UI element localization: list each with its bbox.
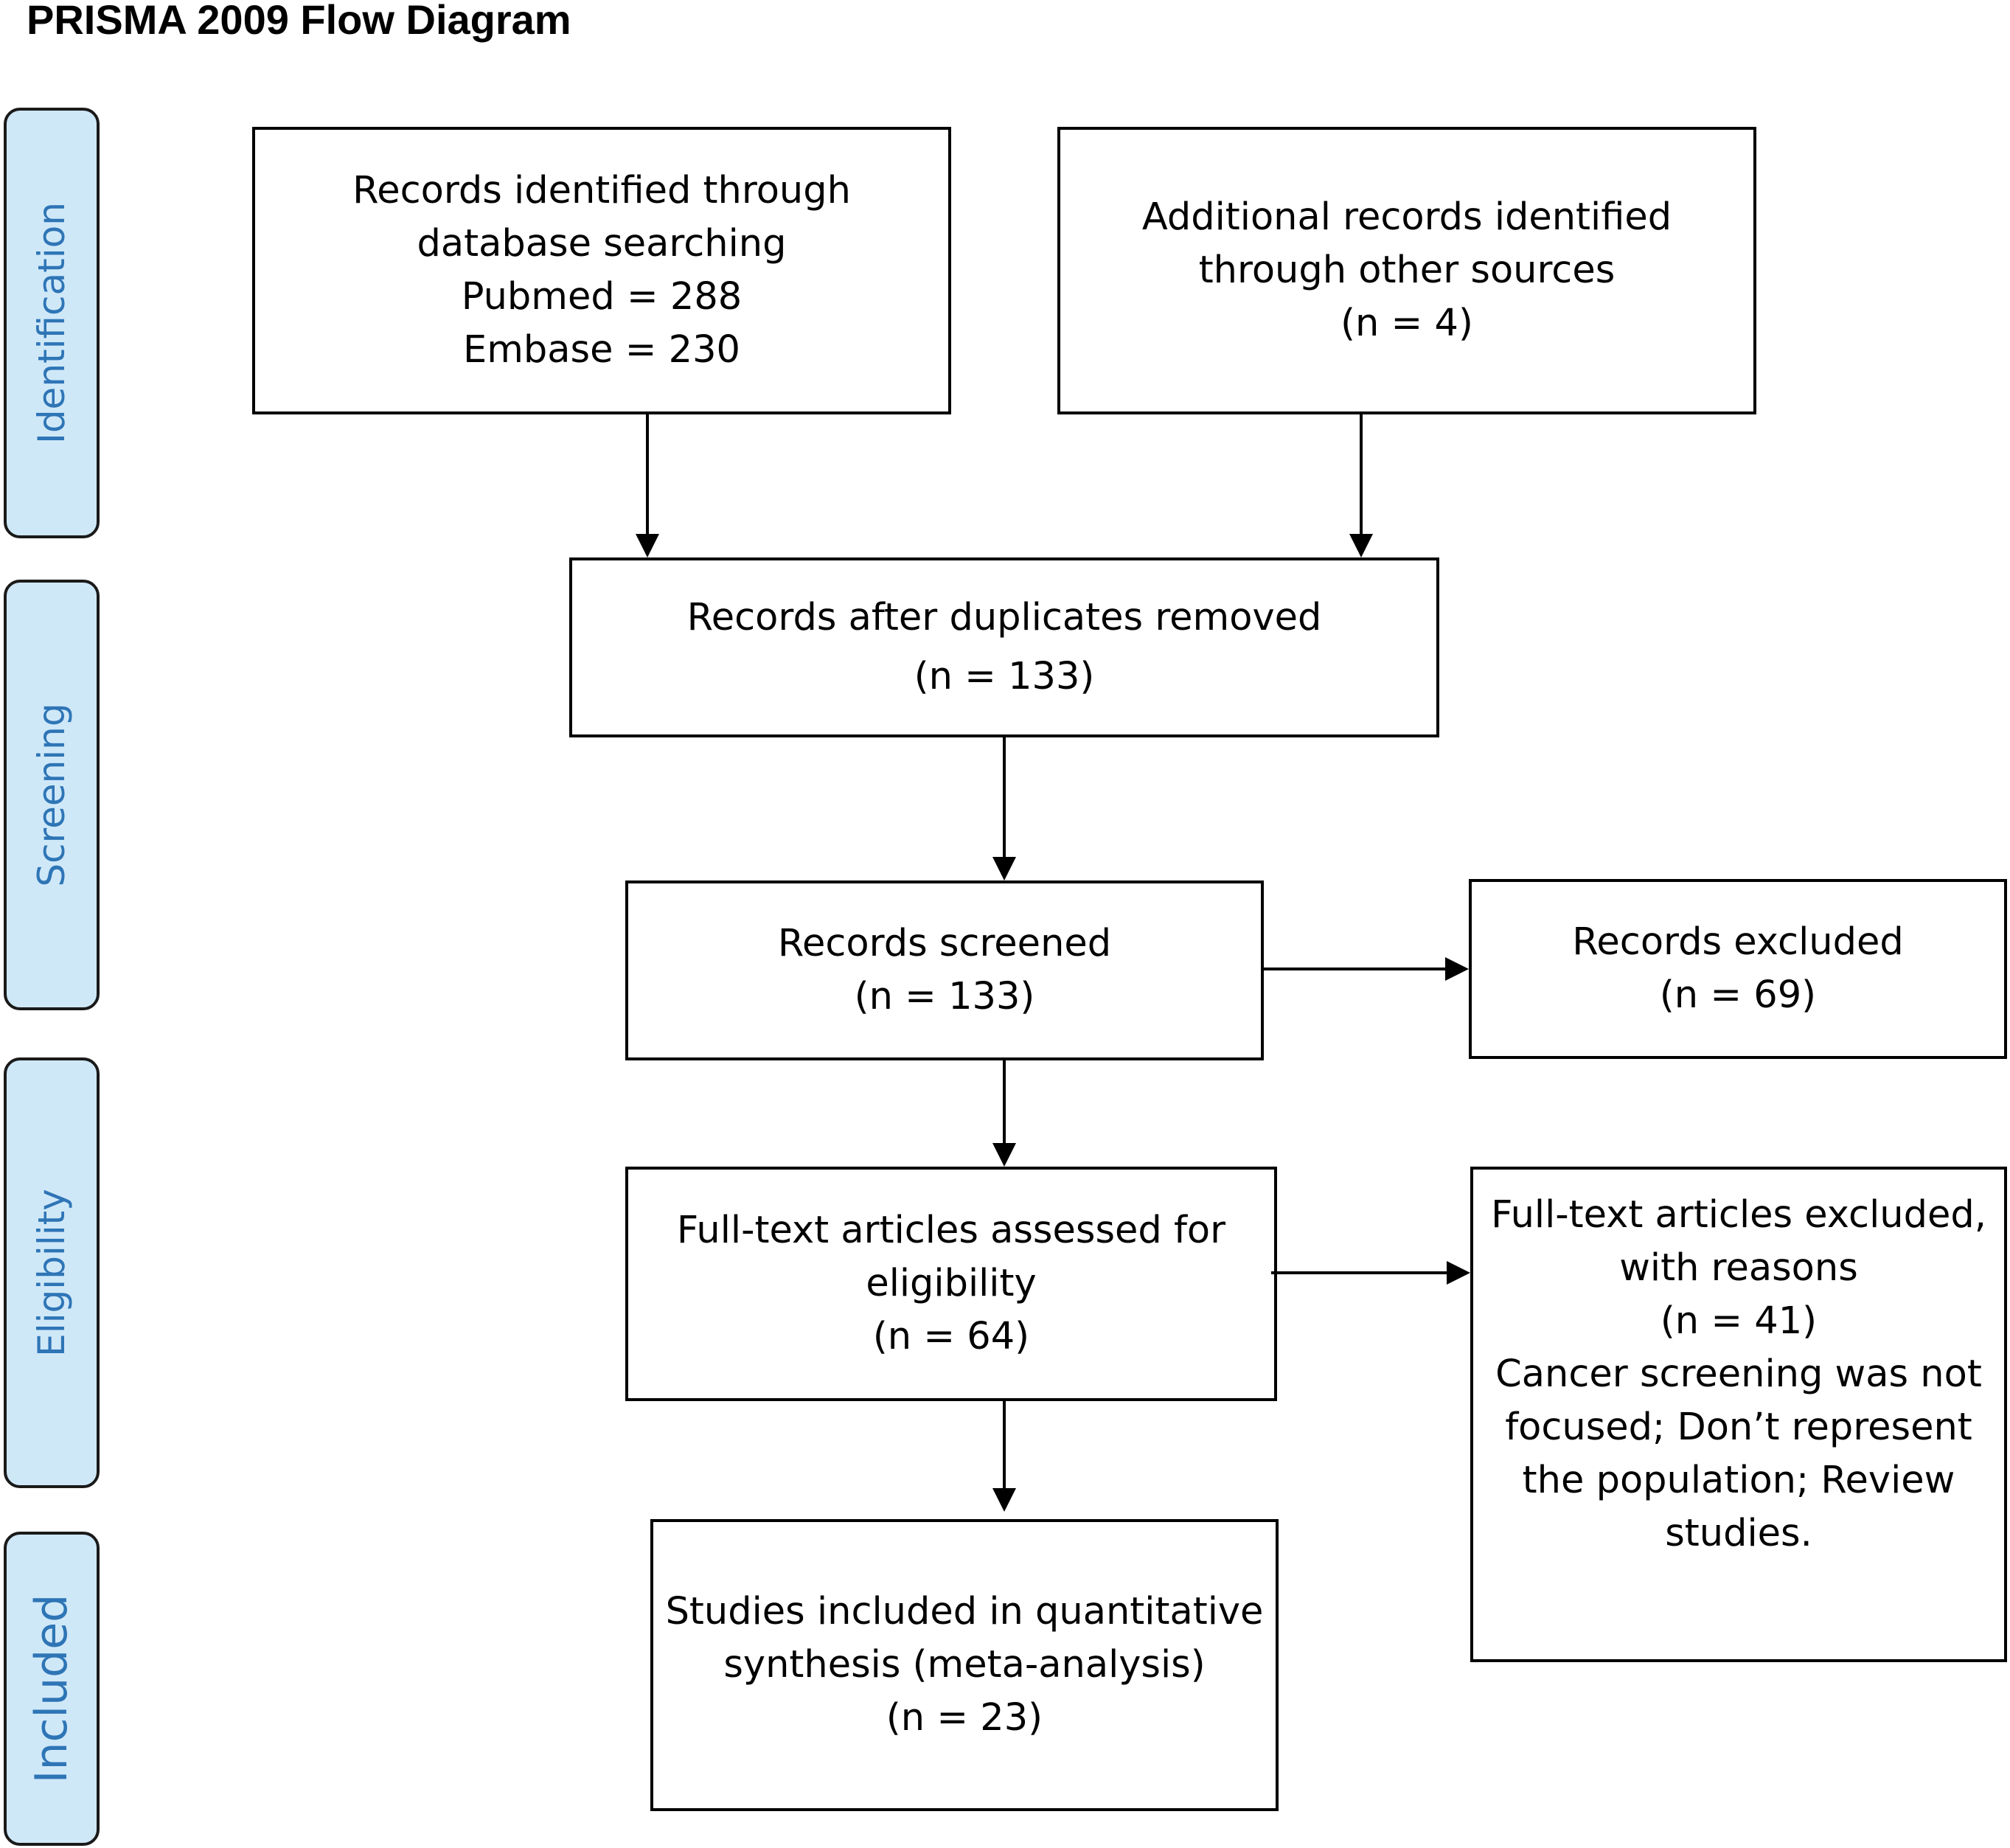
box-line: eligibility bbox=[866, 1262, 1037, 1305]
box-line: database searching bbox=[417, 222, 787, 265]
box-line: the population; Review bbox=[1522, 1459, 1955, 1502]
box-line: (n = 133) bbox=[914, 655, 1095, 698]
box-line: through other sources bbox=[1198, 249, 1616, 292]
duplicates-removed-box: Records after duplicates removed (n = 13… bbox=[569, 557, 1439, 737]
phase-identification: Identification bbox=[4, 108, 100, 538]
phase-screening: Screening bbox=[4, 580, 100, 1010]
box-line: Additional records identified bbox=[1141, 195, 1672, 239]
box-line: (n = 4) bbox=[1340, 302, 1473, 345]
records-excluded-box: Records excluded (n = 69) bbox=[1469, 879, 2007, 1059]
box-line: (n = 133) bbox=[854, 975, 1035, 1018]
box-line: Pubmed = 288 bbox=[461, 275, 743, 319]
other-sources-box: Additional records identified through ot… bbox=[1057, 127, 1756, 414]
fulltext-assessed-box: Full-text articles assessed for eligibil… bbox=[625, 1167, 1277, 1401]
box-line: Studies included in quantitative bbox=[665, 1590, 1264, 1633]
box-line: Embase = 230 bbox=[463, 328, 740, 372]
box-line: Records excluded bbox=[1572, 920, 1904, 964]
box-line: studies. bbox=[1665, 1512, 1812, 1555]
box-line: Records after duplicates removed bbox=[686, 596, 1322, 639]
box-line: Records identified through bbox=[352, 169, 851, 212]
fulltext-excluded-box: Full-text articles excluded, with reason… bbox=[1470, 1167, 2007, 1662]
box-line: (n = 64) bbox=[872, 1315, 1030, 1358]
box-line: (n = 69) bbox=[1659, 973, 1817, 1017]
box-line: focused; Don’t represent bbox=[1505, 1406, 1972, 1449]
box-line: synthesis (meta-analysis) bbox=[723, 1643, 1206, 1687]
box-line: (n = 23) bbox=[886, 1696, 1043, 1740]
phase-eligibility: Eligibility bbox=[4, 1057, 100, 1488]
box-line: Cancer screening was not bbox=[1495, 1352, 1982, 1396]
records-screened-box: Records screened (n = 133) bbox=[625, 880, 1264, 1060]
box-line: Full-text articles assessed for bbox=[676, 1209, 1226, 1252]
phase-included: Included bbox=[4, 1532, 100, 1846]
studies-included-box: Studies included in quantitative synthes… bbox=[650, 1519, 1279, 1811]
box-line: with reasons bbox=[1619, 1246, 1858, 1290]
database-search-box: Records identified through database sear… bbox=[252, 127, 951, 414]
box-line: Records screened bbox=[777, 922, 1112, 965]
diagram-title: PRISMA 2009 Flow Diagram bbox=[27, 0, 571, 43]
box-line: (n = 41) bbox=[1660, 1299, 1818, 1343]
box-line: Full-text articles excluded, bbox=[1491, 1193, 1986, 1237]
